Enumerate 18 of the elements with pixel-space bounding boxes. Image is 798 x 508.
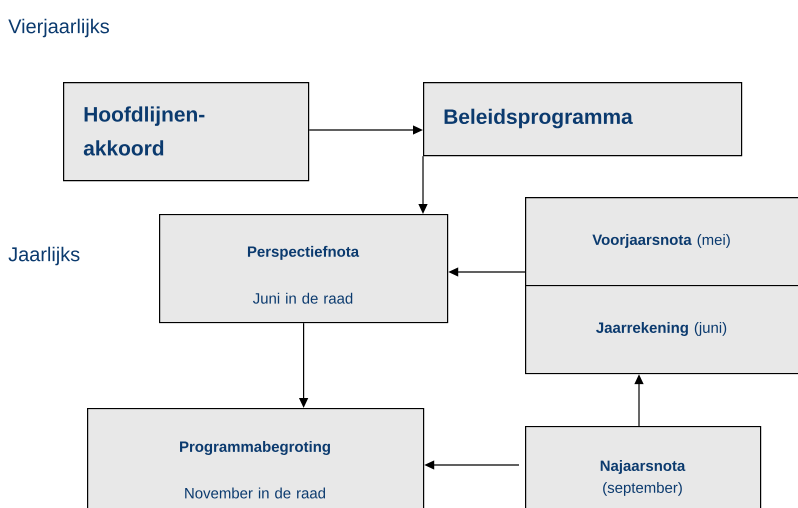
process-box — [423, 82, 742, 156]
box-label: Jaarrekening (juni) — [596, 322, 726, 336]
box-label: Hoofdlijnen- akkoord — [84, 106, 204, 156]
process-box — [87, 408, 424, 508]
box-label: Beleidsprogramma — [444, 108, 633, 128]
box-subtitle: November in de raad — [185, 488, 326, 498]
section-label: Jaarlijks — [8, 246, 80, 266]
section-label: Vierjaarlijks — [8, 18, 109, 38]
box-label: Najaarsnota (september) — [600, 460, 686, 496]
process-box — [525, 284, 798, 374]
process-box — [63, 82, 310, 182]
box-subtitle: Juni in de raad — [252, 292, 352, 304]
process-box — [525, 197, 798, 286]
process-box — [525, 426, 762, 508]
box-title: Perspectiefnota — [248, 246, 360, 260]
process-box — [159, 214, 448, 324]
box-label: Voorjaarsnota (mei) — [592, 234, 730, 248]
box-title: Programmabegroting — [180, 441, 330, 455]
